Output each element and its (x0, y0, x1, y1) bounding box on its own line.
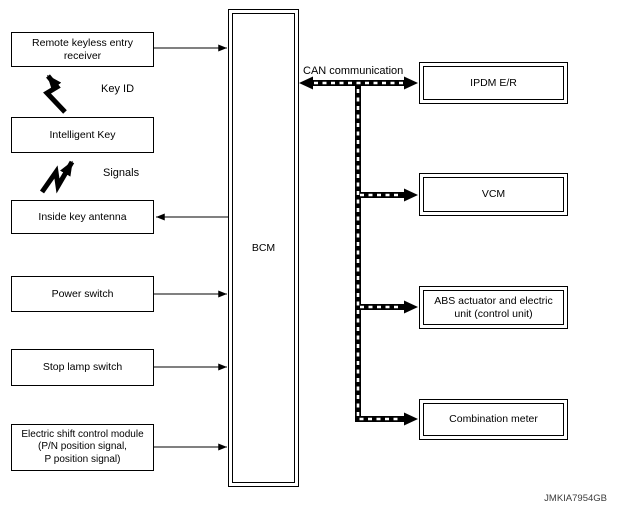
abs-actuator-label: ABS actuator and electric unit (control … (423, 290, 564, 325)
can-arrowhead-to-combination-meter (404, 412, 418, 426)
key-id-label: Key ID (101, 83, 135, 95)
bcm-label: BCM (232, 13, 295, 483)
bolt-signals-icon (39, 160, 75, 194)
can-arrowheads (299, 76, 418, 426)
node-remote-keyless-entry-receiver: Remote keyless entry receiver (11, 32, 154, 67)
can-bus-lines (313, 80, 404, 422)
can-arrowhead-to-ipdm (404, 76, 418, 90)
ipdm-er-label: IPDM E/R (423, 66, 564, 100)
can-arrowhead-to-vcm (404, 188, 418, 202)
signal-arrows (154, 44, 228, 451)
can-trunk-line (355, 83, 404, 422)
signals-label: Signals (103, 167, 140, 179)
figure-code: JMKIA7954GB (544, 493, 607, 504)
can-arrowhead-to-abs (404, 300, 418, 314)
can-communication-label: CAN communication (303, 65, 404, 77)
node-intelligent-key: Intelligent Key (11, 117, 154, 153)
node-ipdm-er: IPDM E/R (419, 62, 568, 104)
vcm-label: VCM (423, 177, 564, 212)
node-electric-shift-control-module: Electric shift control module (P/N posit… (11, 424, 154, 471)
node-combination-meter: Combination meter (419, 399, 568, 440)
node-vcm: VCM (419, 173, 568, 216)
node-abs-actuator: ABS actuator and electric unit (control … (419, 286, 568, 329)
node-bcm: BCM (228, 9, 299, 487)
combination-meter-label: Combination meter (423, 403, 564, 436)
node-inside-key-antenna: Inside key antenna (11, 200, 154, 234)
node-power-switch: Power switch (11, 276, 154, 312)
can-bus-dashes (314, 81, 403, 421)
bolt-key-id-icon (43, 74, 67, 114)
can-arrowhead-to-bcm (299, 76, 313, 90)
node-stop-lamp-switch: Stop lamp switch (11, 349, 154, 386)
